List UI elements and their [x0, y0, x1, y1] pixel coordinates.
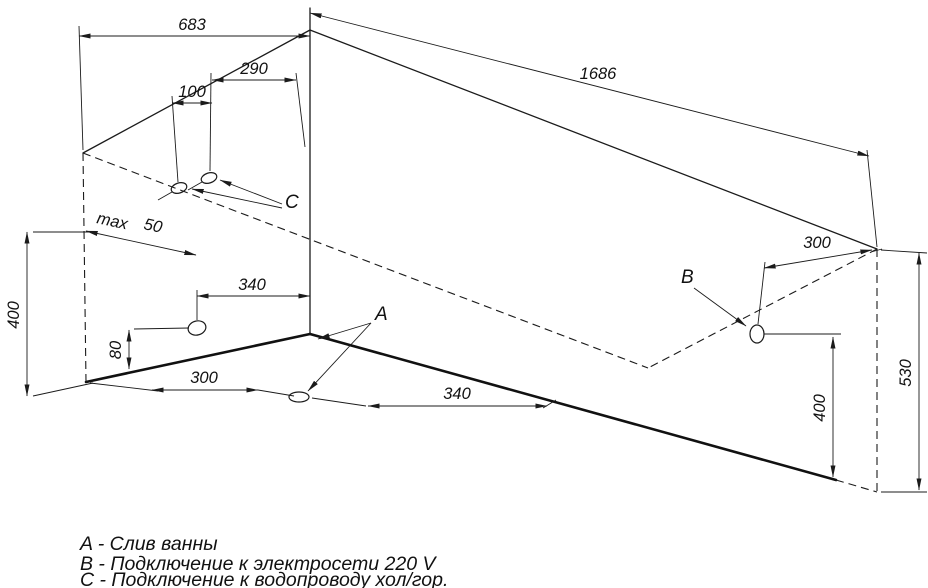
- dim-wall-max-value: 50: [142, 215, 164, 237]
- leader-lines: [191, 179, 747, 392]
- connection-ports: [157, 172, 765, 403]
- dim-pipes-spacing: 100: [178, 83, 206, 101]
- bathtub-visible-edges: [82, 7, 878, 482]
- water-port-left-icon: [170, 182, 188, 194]
- dim-drain-height: 80: [107, 340, 125, 359]
- drain-side-port-icon: [187, 320, 207, 336]
- point-c-label: C: [285, 192, 299, 213]
- drain-floor-port-icon: [288, 391, 310, 403]
- point-labels: A B C: [285, 192, 694, 325]
- dim-height-right: 530: [897, 358, 915, 386]
- legend-drain: A - Слив ванны: [79, 533, 218, 555]
- dim-height-left: 400: [5, 300, 23, 328]
- dim-drain-left: 300: [190, 369, 218, 387]
- dim-pipes-offset: 290: [239, 60, 268, 78]
- dim-socket-height: 400: [811, 393, 829, 421]
- power-port-icon: [749, 324, 765, 344]
- dim-drain-front: 340: [443, 385, 471, 403]
- legend-water: C - Подключение к водопроводу хол/гор.: [80, 569, 448, 588]
- bathtub-hidden-edges: [82, 152, 878, 493]
- dim-socket-corner: 300: [803, 234, 831, 252]
- dim-drain-side: 340: [238, 276, 266, 294]
- dimension-texts: 683 1686 100 290 max 50 340 80 300 340 4…: [5, 16, 915, 422]
- water-port-right-icon: [200, 172, 218, 184]
- extension-lines: [32, 25, 928, 493]
- point-b-label: B: [681, 267, 694, 288]
- dimension-lines: [24, 12, 922, 491]
- legend: A - Слив ванны B - Подключение к электро…: [79, 533, 448, 588]
- dim-wall-max-label: max: [95, 209, 130, 233]
- legend-power: B - Подключение к электросети 220 V: [80, 553, 437, 575]
- dim-top-width: 683: [178, 16, 206, 34]
- dim-length: 1686: [580, 65, 618, 83]
- point-a-label: A: [374, 304, 388, 325]
